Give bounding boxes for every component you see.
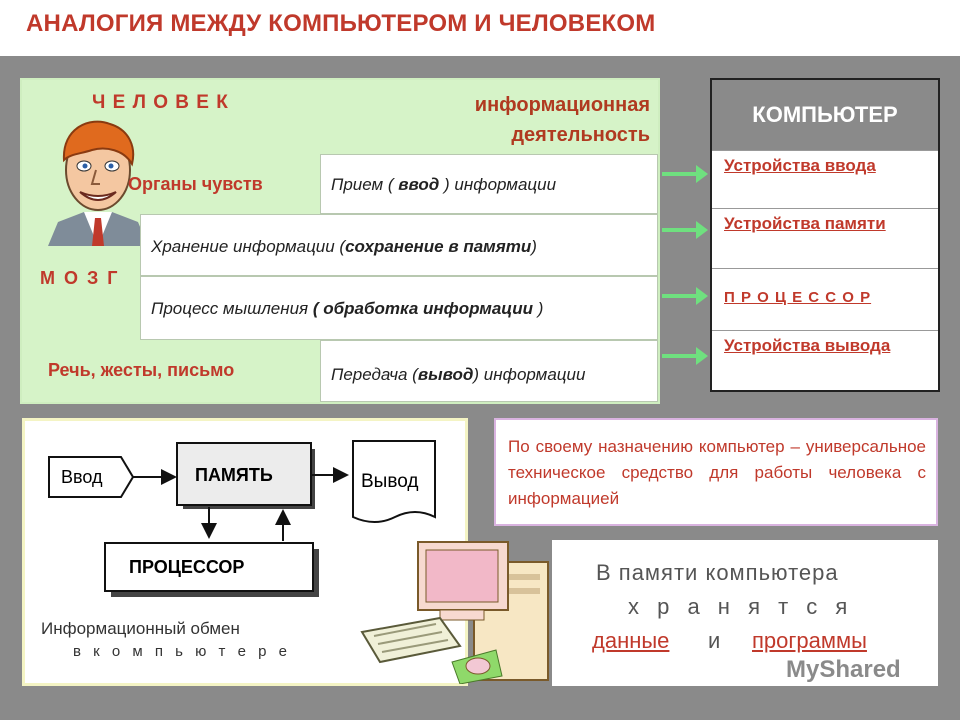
arrow-input [662,165,708,183]
memory-note-line2: х р а н я т с я [628,594,854,619]
senses-label: Органы чувств [128,174,263,194]
memory-note-box: В памяти компьютера х р а н я т с я данн… [552,540,938,686]
exchange-caption-1: Информационный обмен [41,619,240,638]
computer-illustration [360,541,549,684]
and-word: и [708,628,721,653]
memory-label: ПАМЯТЬ [195,465,273,485]
output-document-shape [352,440,436,523]
arrow-processor [662,287,708,305]
senses-desc: Прием ( ввод ) информации [320,154,658,214]
watermark: MyShared [786,656,901,683]
memory-note-line1: В памяти компьютера [596,560,839,585]
computer-item-output[interactable]: Устройства вывода [712,330,938,390]
arrow-memory [662,221,708,239]
computer-header: КОМПЬЮТЕР [712,80,938,150]
title-bar [0,0,960,56]
exchange-caption-2: в к о м п ь ю т е р е [73,643,291,660]
page-title: АНАЛОГИЯ МЕЖДУ КОМПЬЮТЕРОМ И ЧЕЛОВЕКОМ [26,10,656,37]
computer-item-memory[interactable]: Устройства памяти [712,208,938,268]
purpose-text: По своему назначению компьютер – универс… [508,437,926,508]
computer-panel: КОМПЬЮТЕР Устройства ввода Устройства па… [710,78,940,392]
input-label: Ввод [61,467,103,487]
data-link[interactable]: данные [592,628,670,653]
arrow-output [662,347,708,365]
output-label: Вывод [361,471,419,492]
computer-item-processor[interactable]: П Р О Ц Е С С О Р [712,268,938,330]
computer-item-input[interactable]: Устройства ввода [712,150,938,208]
speech-label: Речь, жесты, письмо [48,360,235,380]
brain-label: М О З Г [40,268,120,288]
man-illustration [40,114,150,246]
purpose-box: По своему назначению компьютер – универс… [494,418,938,526]
transfer-desc: Передача (вывод) информации [320,340,658,402]
storage-desc: Хранение информации (сохранение в памяти… [140,214,658,276]
memory-block [176,442,312,506]
human-header: Ч Е Л О В Е К [92,92,229,113]
input-shape [48,456,135,498]
processor-block [104,542,314,592]
processor-label: ПРОЦЕССОР [129,557,245,577]
human-panel: Ч Е Л О В Е К информационная деятельност… [20,78,660,404]
thinking-desc: Процесс мышления ( обработка информации … [140,276,658,340]
programs-link[interactable]: программы [752,628,867,653]
exchange-diagram [48,440,436,597]
activity-label: информационная деятельность [474,94,650,146]
